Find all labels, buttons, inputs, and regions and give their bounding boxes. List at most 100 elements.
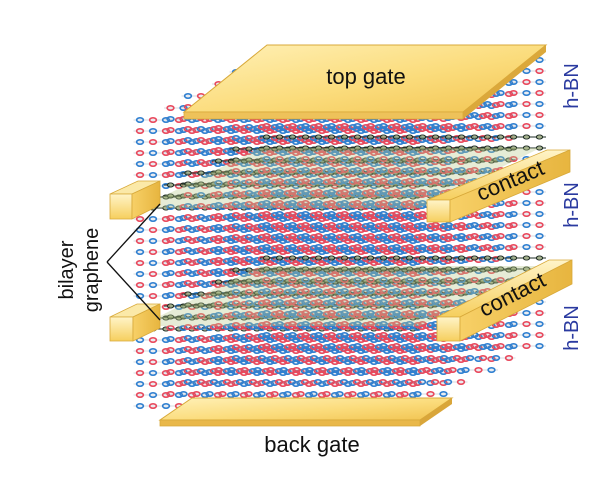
boron-atom bbox=[183, 148, 193, 155]
nitrogen-atom bbox=[275, 167, 284, 174]
carbon-atom bbox=[418, 255, 427, 261]
carbon-atom bbox=[444, 145, 453, 151]
boron-atom bbox=[240, 125, 249, 132]
boron-atom bbox=[374, 179, 384, 186]
boron-atom bbox=[275, 178, 284, 185]
boron-atom bbox=[379, 178, 388, 185]
nitrogen-atom bbox=[387, 179, 397, 186]
nitrogen-atom bbox=[366, 178, 375, 185]
nitrogen-atom bbox=[504, 124, 514, 131]
nitrogen-atom bbox=[366, 156, 375, 163]
carbon-atom bbox=[327, 255, 336, 261]
boron-atom bbox=[161, 128, 171, 135]
boron-atom bbox=[288, 167, 297, 174]
carbon-atom bbox=[184, 291, 192, 297]
nitrogen-atom bbox=[478, 168, 488, 175]
boron-atom bbox=[366, 123, 375, 130]
carbon-atom bbox=[457, 255, 466, 261]
nitrogen-atom bbox=[348, 190, 358, 197]
carbon-atom bbox=[301, 255, 310, 261]
boron-atom bbox=[309, 190, 319, 197]
nitrogen-atom bbox=[444, 156, 453, 163]
boron-atom bbox=[227, 136, 236, 143]
nitrogen-atom bbox=[439, 179, 449, 186]
nitrogen-atom bbox=[431, 167, 440, 174]
nitrogen-atom bbox=[314, 178, 323, 185]
carbon-atom bbox=[431, 145, 440, 151]
nitrogen-atom bbox=[314, 156, 323, 163]
nitrogen-atom bbox=[205, 215, 214, 222]
carbon-atom bbox=[366, 255, 375, 261]
boron-atom bbox=[174, 161, 184, 168]
boron-atom bbox=[227, 180, 236, 187]
carbon-atom bbox=[366, 145, 375, 151]
boron-atom bbox=[283, 124, 293, 131]
carbon-atom bbox=[184, 181, 192, 187]
boron-atom bbox=[174, 227, 184, 234]
boron-atom bbox=[192, 149, 201, 156]
carbon-atom bbox=[496, 134, 505, 140]
nitrogen-atom bbox=[148, 150, 158, 157]
boron-atom bbox=[301, 178, 310, 185]
nitrogen-atom bbox=[222, 192, 232, 199]
boron-atom bbox=[470, 167, 479, 174]
boron-atom bbox=[166, 127, 175, 134]
carbon-atom bbox=[418, 145, 427, 151]
boron-atom bbox=[418, 123, 427, 130]
nitrogen-atom bbox=[222, 126, 232, 133]
carbon-atom bbox=[431, 255, 440, 261]
carbon-atom bbox=[288, 255, 297, 261]
carbon-atom bbox=[314, 255, 323, 261]
nitrogen-atom bbox=[496, 90, 505, 97]
carbon-atom bbox=[353, 255, 362, 261]
carbon-atom bbox=[327, 134, 336, 140]
boron-atom bbox=[413, 124, 423, 131]
nitrogen-atom bbox=[470, 112, 479, 119]
boron-atom bbox=[353, 178, 362, 185]
nitrogen-atom bbox=[348, 168, 358, 175]
boron-atom bbox=[275, 156, 284, 163]
nitrogen-atom bbox=[288, 178, 297, 185]
nitrogen-atom bbox=[452, 124, 462, 131]
nitrogen-atom bbox=[166, 204, 175, 211]
boron-atom bbox=[509, 156, 518, 163]
nitrogen-atom bbox=[522, 90, 531, 97]
nitrogen-atom bbox=[161, 117, 171, 124]
boron-atom bbox=[361, 190, 371, 197]
boron-atom bbox=[314, 123, 323, 130]
carbon-atom bbox=[392, 145, 401, 151]
carbon-atom bbox=[379, 255, 388, 261]
boron-atom bbox=[335, 168, 345, 175]
boron-atom bbox=[253, 136, 262, 143]
nitrogen-atom bbox=[275, 123, 284, 130]
nitrogen-atom bbox=[240, 136, 249, 143]
carbon-atom bbox=[405, 134, 414, 140]
carbon-atom bbox=[509, 145, 518, 151]
boron-atom bbox=[257, 190, 267, 197]
boron-atom bbox=[135, 216, 145, 223]
nitrogen-atom bbox=[244, 124, 254, 131]
boron-atom bbox=[496, 123, 505, 130]
carbon-atom bbox=[262, 145, 271, 151]
boron-atom bbox=[439, 124, 449, 131]
carbon-atom bbox=[262, 134, 271, 140]
carbon-atom bbox=[444, 255, 453, 261]
nitrogen-atom bbox=[535, 101, 544, 108]
nitrogen-atom bbox=[161, 227, 171, 234]
nitrogen-atom bbox=[452, 168, 462, 175]
boron-atom bbox=[491, 124, 501, 131]
boron-atom bbox=[335, 190, 345, 197]
nitrogen-atom bbox=[196, 148, 206, 155]
nitrogen-atom bbox=[426, 168, 436, 175]
nitrogen-atom bbox=[174, 128, 184, 135]
boron-atom bbox=[491, 102, 501, 109]
nitrogen-atom bbox=[244, 190, 254, 197]
carbon-atom bbox=[535, 134, 544, 140]
boron-atom bbox=[262, 167, 271, 174]
nitrogen-atom bbox=[483, 123, 492, 130]
boron-atom bbox=[209, 192, 219, 199]
nitrogen-atom bbox=[509, 101, 518, 108]
carbon-atom bbox=[366, 134, 375, 140]
boron-atom bbox=[322, 179, 332, 186]
boron-atom bbox=[161, 172, 171, 179]
